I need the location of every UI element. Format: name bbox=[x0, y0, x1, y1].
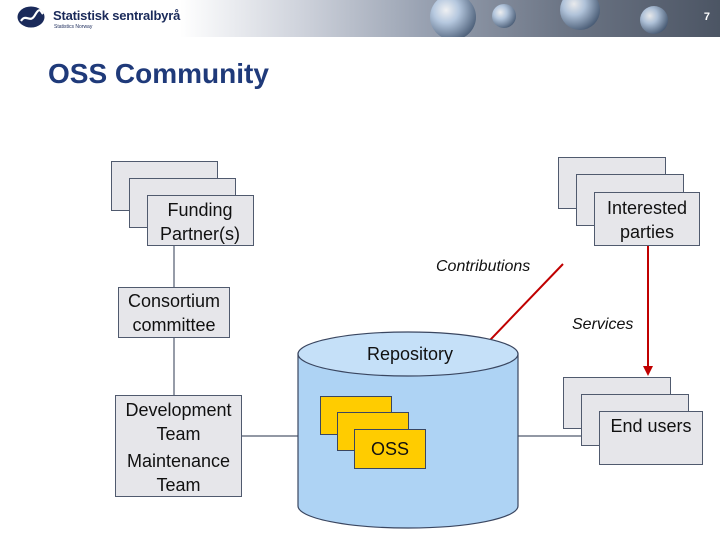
repository-label: Repository bbox=[366, 344, 454, 364]
org-name: Statistisk sentralbyrå bbox=[53, 8, 181, 23]
endusers-box: End users bbox=[599, 411, 703, 465]
page-number: 7 bbox=[703, 11, 710, 23]
oss-label: OSS bbox=[370, 439, 409, 459]
logo-icon bbox=[17, 6, 45, 28]
funding-box: Funding Partner(s) bbox=[147, 195, 254, 246]
org-subtitle: Statistics Norway bbox=[54, 24, 93, 30]
page-title: OSS Community bbox=[48, 58, 269, 89]
funding-label: Funding Partner(s) bbox=[159, 200, 240, 244]
maintenance-label: Maintenance Team bbox=[126, 451, 231, 495]
decorative-bubble bbox=[492, 4, 516, 28]
consortium-box: Consortium committee bbox=[118, 287, 230, 338]
consortium-label: Consortium committee bbox=[127, 291, 221, 335]
decorative-bubble bbox=[430, 0, 476, 37]
endusers-label: End users bbox=[610, 416, 692, 436]
oss-box: OSS bbox=[354, 429, 426, 469]
decorative-bubble bbox=[640, 6, 668, 34]
teams-box: Development Team Maintenance Team bbox=[115, 395, 242, 497]
interested-box: Interested parties bbox=[594, 192, 700, 246]
contributions-label: Contributions bbox=[436, 258, 531, 275]
services-label: Services bbox=[572, 316, 634, 333]
interested-label: Interested parties bbox=[606, 198, 688, 242]
development-label: Development Team bbox=[125, 400, 232, 444]
header-banner bbox=[0, 0, 720, 37]
